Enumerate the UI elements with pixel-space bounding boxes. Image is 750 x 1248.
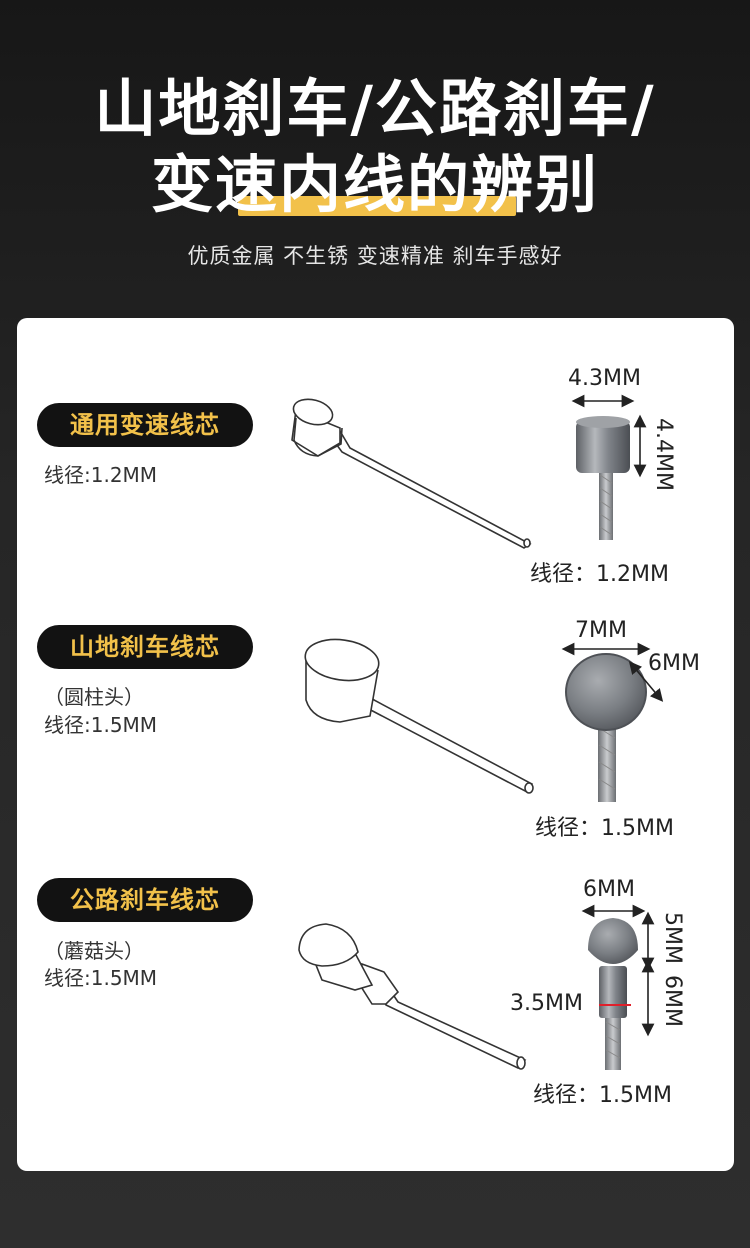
title-highlight-bar <box>238 196 516 216</box>
dimension-lines-1 <box>571 394 647 478</box>
dim-height-1: 4.4MM <box>651 418 676 491</box>
dim-height-top-3: 5MM <box>660 912 685 964</box>
note-road-cable: （蘑菇头） <box>44 939 144 963</box>
photo-road-cable <box>588 918 638 1070</box>
gauge-mtb-cable: 线径：1.5MM <box>535 816 674 841</box>
diameter-shift-cable: 线径:1.2MM <box>44 463 158 487</box>
dim-height-bottom-3: 6MM <box>660 975 685 1027</box>
gauge-shift-cable: 线径：1.2MM <box>530 562 669 587</box>
label-road-cable: 公路刹车线芯 <box>37 878 253 922</box>
dimension-lines-3 <box>581 904 655 1037</box>
dim-width-2: 7MM <box>575 618 627 643</box>
note-mtb-cable: （圆柱头） <box>44 685 144 709</box>
line-drawing-shift-cable <box>291 398 532 549</box>
photo-mtb-cable <box>565 653 647 802</box>
label-mtb-cable: 山地刹车线芯 <box>37 625 253 669</box>
diameter-mtb-cable: 线径:1.5MM <box>44 713 158 737</box>
line-drawing-road-cable <box>298 923 527 1070</box>
dim-width-1: 4.3MM <box>568 366 641 391</box>
dim-neck-3: 3.5MM <box>510 991 583 1016</box>
page-title-line1: 山地刹车/公路刹车/ <box>94 72 656 145</box>
gauge-road-cable: 线径：1.5MM <box>533 1083 672 1108</box>
label-shift-cable: 通用变速线芯 <box>37 403 253 447</box>
dim-width-3: 6MM <box>583 877 635 902</box>
photo-shift-cable <box>576 416 630 540</box>
diameter-road-cable: 线径:1.5MM <box>44 966 158 990</box>
page-title-line2: 变速内线的辨别 <box>150 148 599 221</box>
dimension-lines-2 <box>561 642 664 702</box>
page-subtitle: 优质金属 不生锈 变速精准 刹车手感好 <box>187 244 563 268</box>
line-drawing-mtb-cable <box>304 638 534 794</box>
dim-height-2: 6MM <box>648 651 700 676</box>
